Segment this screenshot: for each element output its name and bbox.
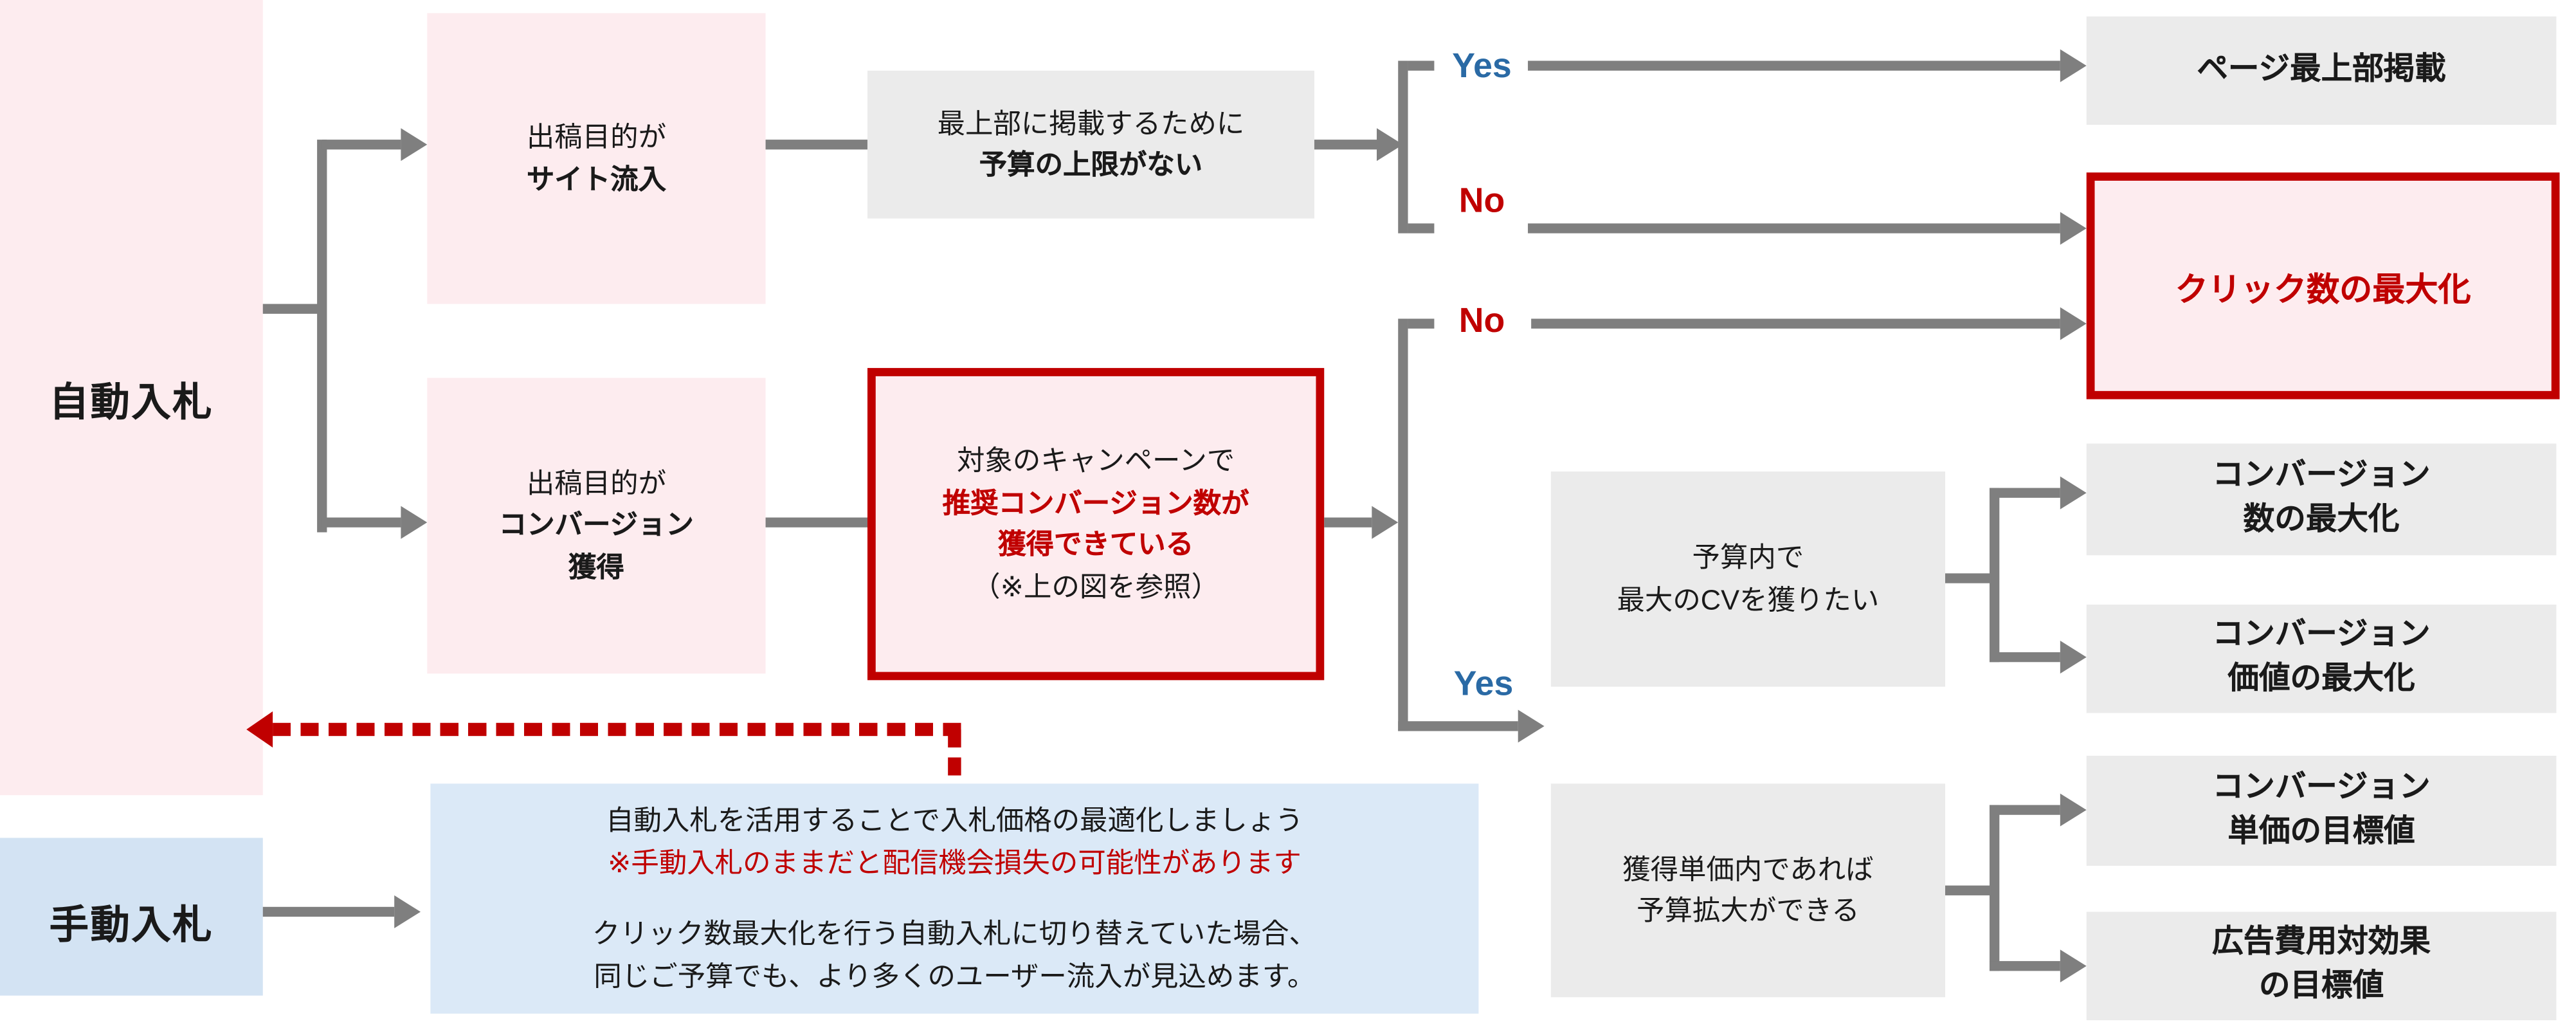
arrowhead-note	[394, 895, 421, 929]
connector-cpa-budget-v	[1989, 805, 2000, 971]
note-box: 自動入札を活用することで入札価格の最適化しましょう ※手動入札のままだと配信機会…	[430, 783, 1479, 1014]
note-line1: 自動入札を活用することで入札価格の最適化しましょう	[606, 805, 1303, 836]
campaign-cv-line3: 獲得できている	[998, 529, 1194, 560]
auto-bidding-label: 自動入札	[49, 381, 214, 426]
connector-to-target-roas	[1989, 961, 2060, 971]
connector-budget-cv-v	[1989, 488, 2000, 663]
connector-to-max-cv-value	[1989, 652, 2060, 663]
cpa-budget-box: 獲得単価内であれば 予算拡大ができる	[1550, 783, 1946, 998]
result-max-cv-value-line2: 価値の最大化	[2227, 662, 2415, 697]
arrowhead-purpose-cv	[401, 506, 428, 539]
branch1-no-line	[1528, 223, 2060, 234]
arrowhead-target-cpa	[2060, 793, 2087, 827]
branch1-top-stub	[1408, 60, 1435, 71]
dashed-line-horizontal	[273, 722, 961, 737]
branch2-no-line	[1531, 318, 2060, 329]
purpose-site-box: 出稿目的が サイト流入	[427, 13, 766, 304]
arrowhead-max-clicks-1	[2060, 212, 2087, 245]
connector-to-purpose-site	[322, 140, 401, 150]
branch1-yes-label: Yes	[1452, 48, 1512, 86]
campaign-cv-box: 対象のキャンペーンで 推奨コンバージョン数が 獲得できている （※上の図を参照）	[867, 368, 1325, 681]
budget-cv-line2: 最大のCVを獲りたい	[1617, 583, 1880, 616]
result-target-cpa-line2: 単価の目標値	[2227, 814, 2415, 849]
purpose-site-line1: 出稿目的が	[526, 121, 667, 153]
auto-bidding-column	[0, 0, 263, 796]
connector-to-purpose-cv	[322, 517, 401, 527]
connector-budget-to-branch1	[1314, 140, 1377, 150]
arrowhead-target-roas	[2060, 949, 2087, 983]
manual-bidding-label: 手動入札	[49, 903, 214, 948]
connector-budget-cv-h	[1945, 573, 1995, 583]
branch2-no-label: No	[1458, 302, 1505, 340]
connector-campaign-to-branch2	[1324, 517, 1372, 527]
arrowhead-top-of-page	[2060, 49, 2087, 82]
note-line2: ※手動入札のままだと配信機会損失の可能性があります	[607, 847, 1302, 879]
result-max-cv: コンバージョン 数の最大化	[2086, 443, 2557, 556]
top-budget-box: 最上部に掲載するために 予算の上限がない	[867, 70, 1314, 219]
note-line4: 同じご予算でも、より多くのユーザー流入が見込めます。	[594, 960, 1316, 992]
branch2-vertical	[1398, 318, 1408, 731]
branch1-bottom-stub	[1408, 223, 1435, 234]
purpose-site-line2: サイト流入	[526, 163, 667, 195]
purpose-cv-line2: コンバージョン	[498, 509, 694, 541]
budget-cv-box: 予算内で 最大のCVを獲りたい	[1550, 471, 1946, 687]
campaign-cv-line2: 推奨コンバージョン数が	[942, 487, 1249, 518]
connector-cpa-budget-h	[1945, 885, 1995, 895]
campaign-cv-line4: （※上の図を参照）	[972, 571, 1220, 603]
result-max-clicks: クリック数の最大化	[2086, 172, 2560, 399]
arrowhead-max-cv	[2060, 476, 2087, 509]
result-top-of-page-label: ページ最上部掲載	[2197, 51, 2446, 87]
connector-manual-to-note	[262, 906, 395, 917]
dashed-line-vertical	[948, 729, 961, 784]
purpose-cv-line1: 出稿目的が	[526, 468, 667, 499]
note-line3: クリック数最大化を行う自動入札に切り替えていた場合、	[592, 918, 1317, 950]
arrowhead-max-clicks-2	[2060, 307, 2087, 340]
result-max-cv-line1: コンバージョン	[2212, 459, 2431, 494]
purpose-cv-line3: 獲得	[568, 551, 624, 583]
cpa-budget-line1: 獲得単価内であれば	[1622, 853, 1874, 885]
connector-to-max-cv	[1989, 488, 2060, 498]
branch1-no-label: No	[1458, 182, 1505, 221]
connector-to-target-cpa	[1989, 805, 2060, 815]
result-top-of-page: ページ最上部掲載	[2086, 16, 2557, 125]
branch2-yes-label: Yes	[1453, 665, 1514, 704]
connector-trunk-v	[317, 140, 327, 533]
arrowhead-branch2-yes	[1518, 710, 1545, 743]
manual-bidding-box	[0, 838, 263, 996]
connector-cv-to-campaign	[765, 517, 867, 527]
result-max-cv-value-line1: コンバージョン	[2212, 618, 2431, 653]
purpose-cv-box: 出稿目的が コンバージョン 獲得	[427, 378, 766, 674]
campaign-cv-line1: 対象のキャンペーンで	[957, 445, 1235, 477]
arrowhead-branch2	[1372, 506, 1399, 539]
result-max-clicks-label: クリック数の最大化	[2175, 271, 2471, 308]
connector-trunk-h	[262, 304, 322, 314]
branch1-vertical	[1398, 60, 1408, 234]
arrowhead-max-cv-value	[2060, 641, 2087, 674]
branch2-yes-line	[1398, 721, 1518, 731]
top-budget-line1: 最上部に掲載するために	[937, 107, 1245, 139]
result-target-roas-line1: 広告費用対効果	[2212, 925, 2431, 960]
result-target-cpa-line1: コンバージョン	[2212, 770, 2431, 805]
result-target-cpa: コンバージョン 単価の目標値	[2086, 755, 2557, 866]
dashed-arrowhead-to-auto	[246, 711, 273, 748]
branch2-top-stub	[1408, 318, 1435, 329]
arrowhead-purpose-site	[401, 128, 428, 161]
connector-site-to-budget	[765, 140, 867, 150]
result-target-roas: 広告費用対効果 の目標値	[2086, 911, 2557, 1021]
cpa-budget-line2: 予算拡大ができる	[1637, 895, 1860, 927]
result-max-cv-value: コンバージョン 価値の最大化	[2086, 604, 2557, 713]
branch1-yes-line	[1528, 60, 2060, 71]
top-budget-line2: 予算の上限がない	[979, 149, 1203, 181]
result-max-cv-line2: 数の最大化	[2243, 502, 2400, 538]
result-target-roas-line2: の目標値	[2258, 969, 2384, 1004]
budget-cv-line1: 予算内で	[1692, 542, 1804, 574]
